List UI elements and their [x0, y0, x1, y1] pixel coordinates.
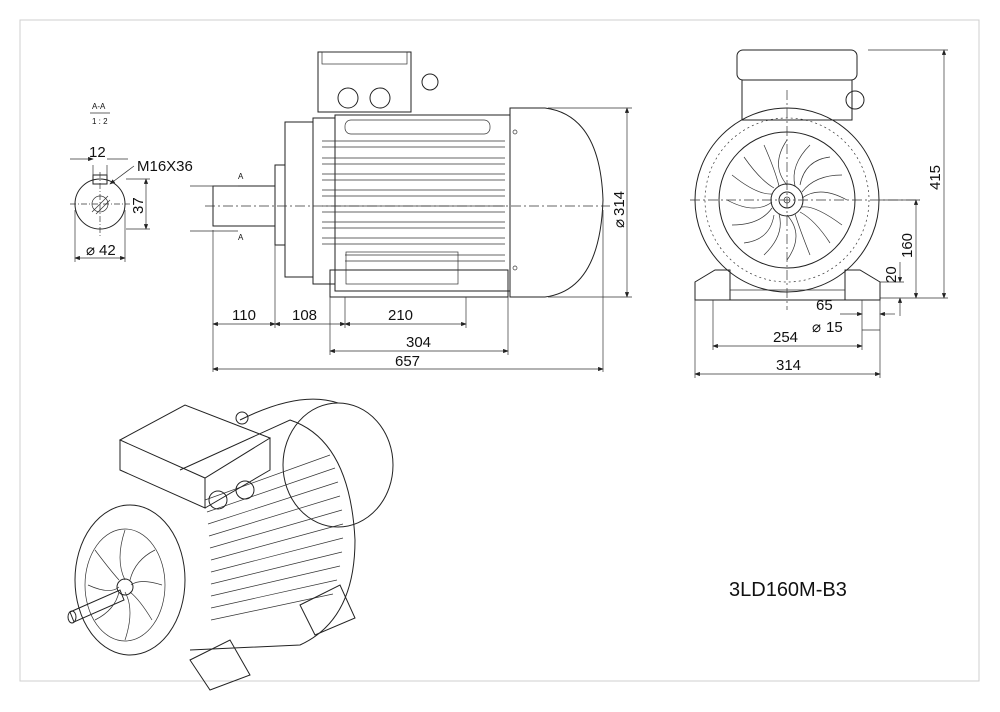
iso-body	[179, 419, 356, 651]
iso-grille	[84, 528, 166, 642]
cable-gland-right	[369, 87, 391, 109]
cut-label-bottom: A	[238, 233, 244, 242]
foot-edge-dim: 65	[816, 297, 833, 314]
model-name: 3LD160M-B3	[729, 579, 847, 601]
section-label: A-A	[92, 102, 106, 111]
overall-length-dim: 657	[395, 353, 420, 370]
terminal-box-end	[736, 49, 858, 81]
cut-label-top: A	[238, 172, 244, 181]
motor-body	[334, 114, 511, 292]
isometric-view	[67, 398, 394, 691]
iso-foot-rear	[299, 584, 356, 636]
iso-end-shield	[74, 504, 186, 656]
shaft-section-view: A-A 1 : 2 12 M16X36 37 ⌀ 42	[70, 102, 193, 262]
cable-gland-end	[845, 90, 865, 110]
key-width-dim: 12	[89, 144, 106, 161]
lifting-eye	[421, 73, 439, 91]
diameter-symbol: ⌀	[611, 219, 628, 228]
mounting-foot	[329, 269, 509, 298]
cable-gland-left	[337, 87, 359, 109]
drawing-frame	[19, 19, 980, 682]
flange-offset-dim: 108	[292, 307, 317, 324]
iso-foot-front	[189, 639, 251, 691]
diameter-symbol: ⌀	[812, 319, 821, 336]
shaft-height-end-dim: 160	[899, 233, 916, 258]
side-view: A A	[190, 51, 632, 372]
hole-diameter-dim: 15	[826, 319, 843, 336]
overall-width-dim: 314	[776, 357, 801, 374]
diameter-symbol: ⌀	[86, 242, 95, 259]
foot-thickness-dim: 20	[883, 266, 900, 283]
iso-fins	[204, 454, 344, 621]
cooling-fins	[322, 140, 505, 271]
shaft-height-dim: 37	[130, 197, 147, 214]
grille-vanes	[726, 139, 848, 261]
frame-diameter-dim: 314	[611, 191, 628, 216]
left-foot	[694, 269, 731, 301]
overall-height-dim: 415	[927, 165, 944, 190]
foot-length-dim: 304	[406, 334, 431, 351]
fan-cover	[509, 107, 604, 298]
end-view: 415 160 20 65 ⌀ 15 254 314	[690, 49, 948, 378]
right-foot	[844, 269, 881, 301]
end-shield	[284, 121, 314, 278]
foot-hole-spacing-dim: 210	[388, 307, 413, 324]
shaft-diameter-dim: 42	[99, 242, 116, 259]
iso-shaft	[69, 589, 125, 623]
section-scale: 1 : 2	[92, 117, 108, 126]
shaft-length-dim: 110	[232, 307, 256, 324]
hole-spacing-dim: 254	[773, 329, 798, 346]
terminal-box	[317, 51, 412, 113]
thread-spec: M16X36	[137, 158, 193, 175]
